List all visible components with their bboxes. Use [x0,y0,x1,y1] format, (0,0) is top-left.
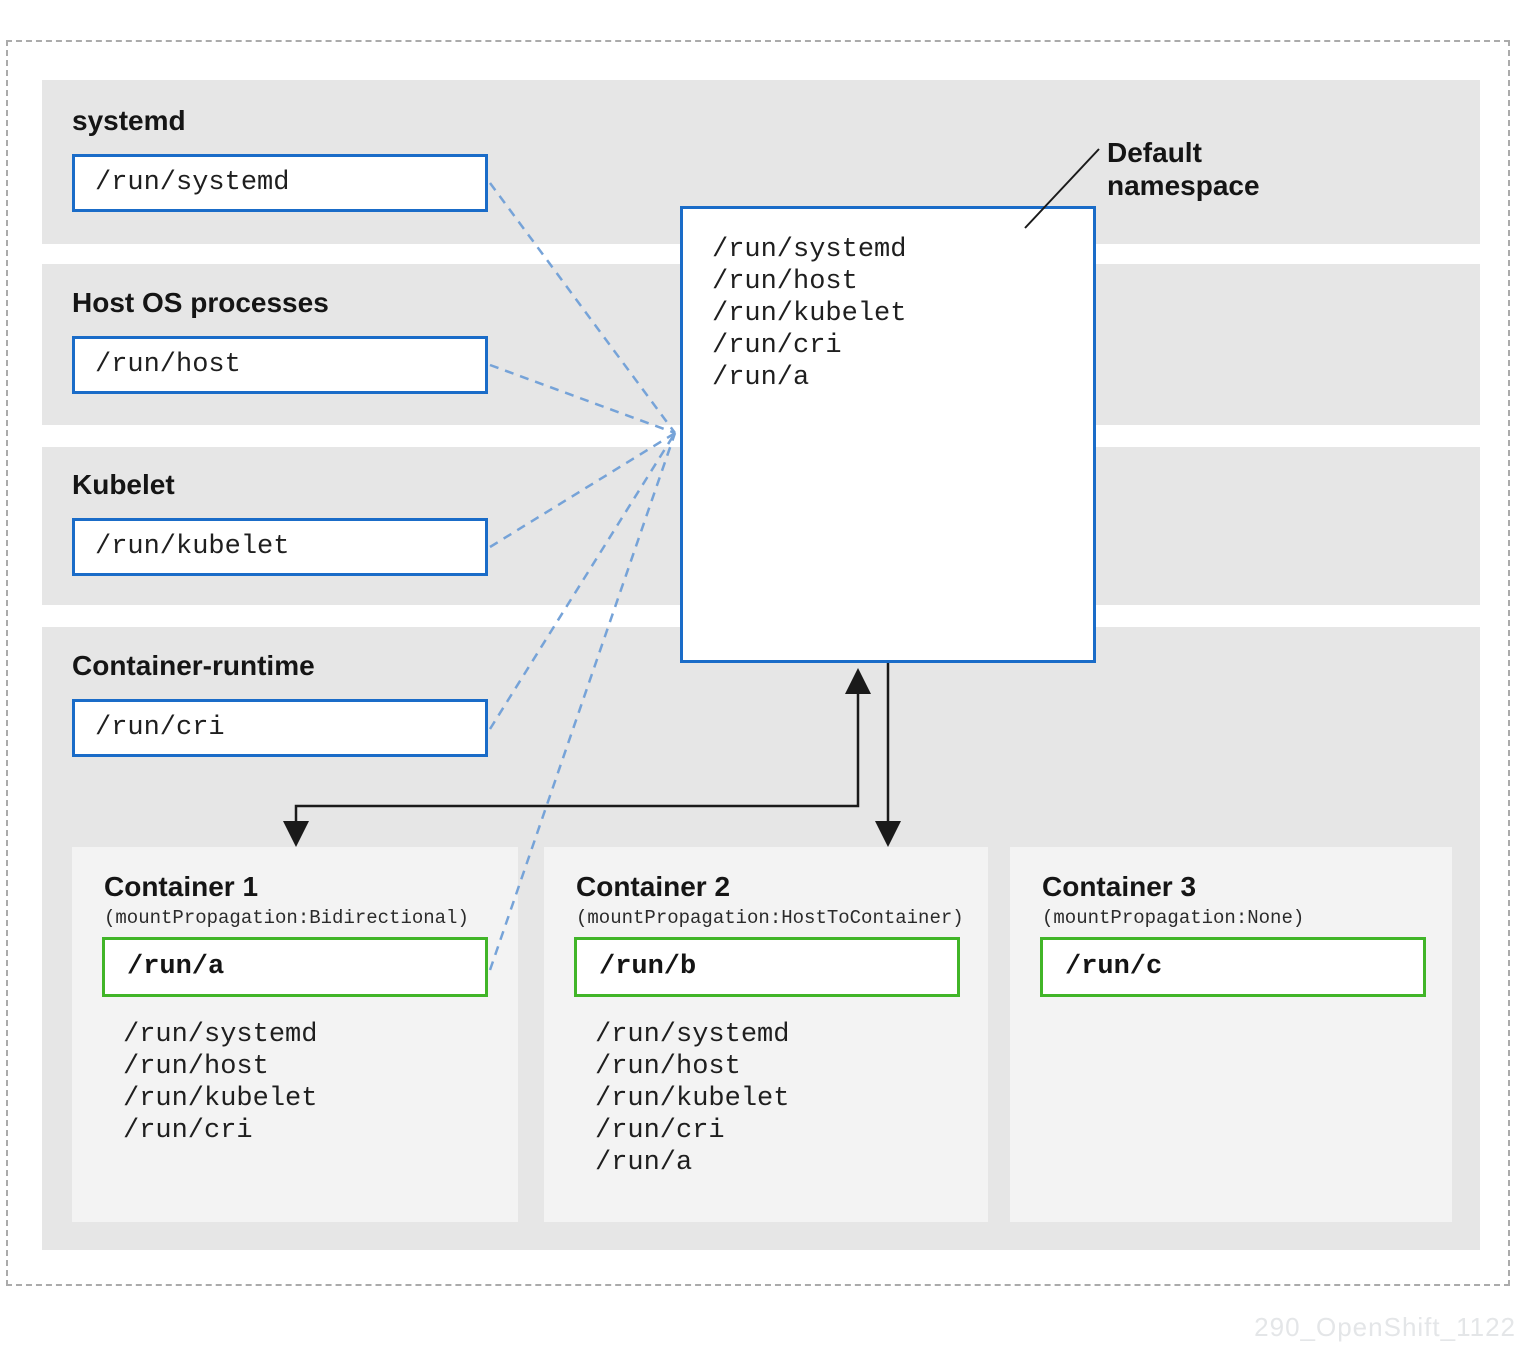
mount-item: /run/cri [123,1116,253,1146]
default-namespace-label: Default namespace [1107,137,1260,201]
mount-item: /run/systemd [595,1020,790,1050]
mount-item: /run/cri [595,1116,725,1146]
container-1-card: Container 1 (mountPropagation:Bidirectio… [72,847,518,1222]
ns-mount: /run/systemd [712,235,907,265]
container-3-propagation: (mountPropagation:None) [1042,907,1305,929]
container-3-card: Container 3 (mountPropagation:None) /run… [1010,847,1452,1222]
path-box-run-systemd: /run/systemd [72,154,488,212]
container-3-volume-box: /run/c [1040,937,1426,997]
mount-item: /run/host [123,1052,269,1082]
container-3-title: Container 3 [1042,871,1197,902]
container-2-volume-box: /run/b [574,937,960,997]
ns-mount: /run/a [712,363,810,393]
label-systemd: systemd [72,105,186,136]
label-container-runtime: Container-runtime [72,650,315,681]
container-2-mounts: /run/systemd /run/host /run/kubelet /run… [595,1019,789,1179]
path-box-run-cri: /run/cri [72,699,488,757]
container-2-title: Container 2 [576,871,731,902]
path-box-run-host: /run/host [72,336,488,394]
mount-item: /run/host [595,1052,741,1082]
label-kubelet: Kubelet [72,469,175,500]
mount-item: /run/kubelet [595,1084,790,1114]
mount-item: /run/systemd [123,1020,318,1050]
mount-item: /run/kubelet [123,1084,318,1114]
path-box-run-kubelet: /run/kubelet [72,518,488,576]
diagram-dashed-frame [6,40,1510,1286]
container-2-propagation: (mountPropagation:HostToContainer) [576,907,964,929]
container-1-mounts: /run/systemd /run/host /run/kubelet /run… [123,1019,317,1147]
default-namespace-box: /run/systemd /run/host /run/kubelet /run… [680,206,1096,663]
container-1-propagation: (mountPropagation:Bidirectional) [104,907,469,929]
watermark: 290_OpenShift_1122 [1254,1312,1516,1342]
ns-mount: /run/host [712,267,858,297]
container-2-card: Container 2 (mountPropagation:HostToCont… [544,847,988,1222]
container-1-volume-box: /run/a [102,937,488,997]
ns-mount: /run/cri [712,331,842,361]
ns-mount: /run/kubelet [712,299,907,329]
label-host-os-processes: Host OS processes [72,287,329,318]
container-1-title: Container 1 [104,871,259,902]
mount-item: /run/a [595,1148,693,1178]
